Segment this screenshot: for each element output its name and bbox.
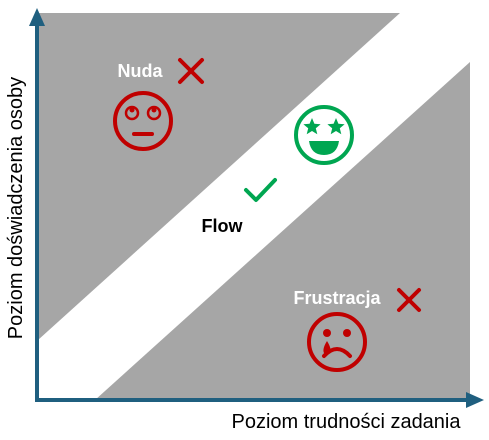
- crying-face-icon: [307, 312, 367, 372]
- cross-icon: [178, 58, 204, 84]
- frustration-label: Frustracja: [293, 288, 381, 308]
- flow-label: Flow: [202, 216, 244, 236]
- x-axis-label: Poziom trudności zadania: [231, 411, 461, 433]
- y-axis-label: Poziom doświadczenia osoby: [5, 77, 27, 339]
- x-axis-arrow-icon: [466, 392, 484, 408]
- rolling-eyes-face-icon: [113, 91, 173, 151]
- cross-icon: [397, 288, 421, 312]
- boredom-label: Nuda: [118, 61, 164, 81]
- flow-channel: [38, 13, 470, 400]
- star-struck-face-icon: [294, 105, 354, 165]
- check-icon: [244, 178, 277, 202]
- y-axis-arrow-icon: [29, 8, 45, 26]
